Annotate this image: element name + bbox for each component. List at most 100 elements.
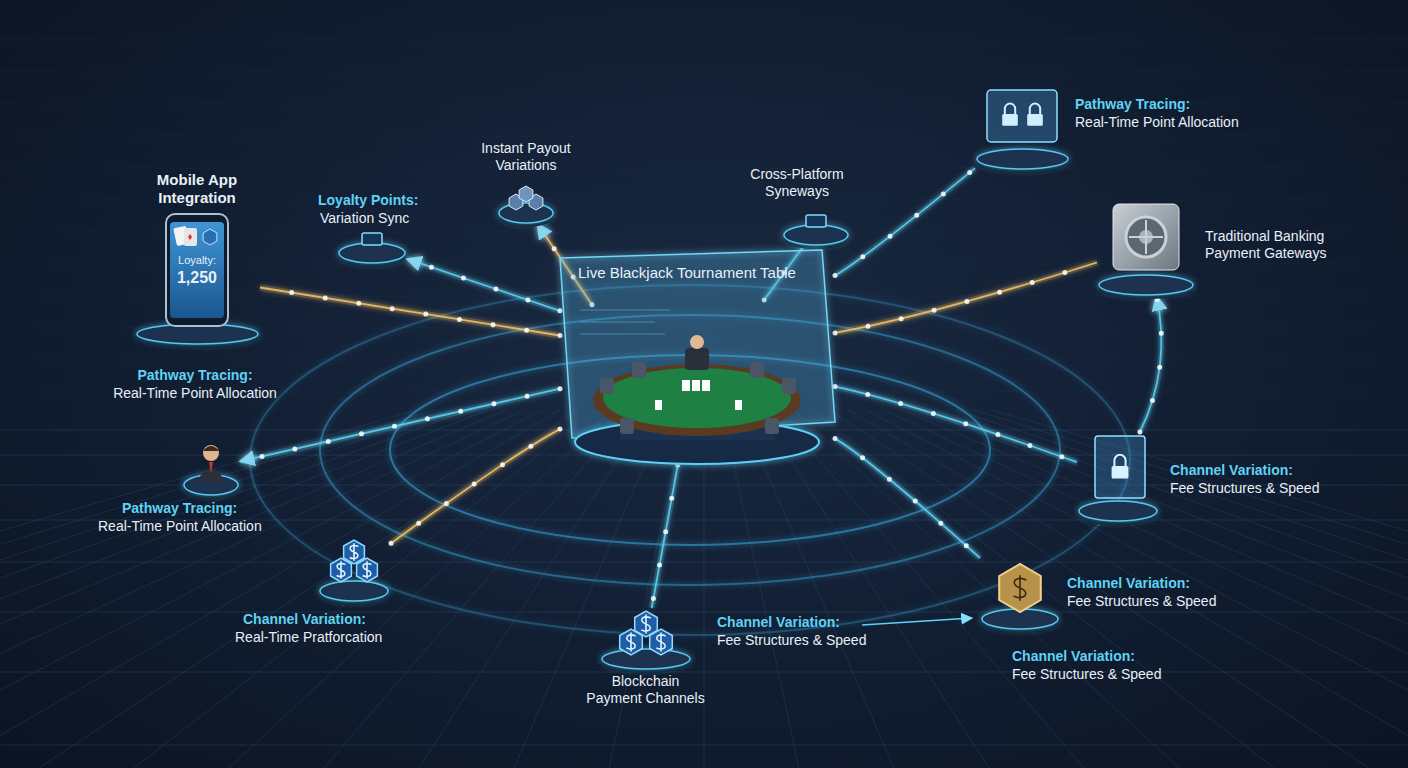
decor-shape [632,362,646,378]
floor-grid [0,40,1408,768]
node-heading: Channel Variation: [1170,462,1350,479]
decor-shape [782,378,796,394]
decor-shape [1113,204,1179,270]
decor-shape [519,186,533,202]
node-icon [600,608,692,670]
crypto-node: Channel Variation:Real-Time Pratforcatio… [318,538,390,602]
label-text: Fee Structures & Speed [1012,666,1252,683]
node-heading: Channel Variation: [243,611,423,628]
decor-shape [593,364,801,436]
decor-shape [0,410,506,768]
decor-shape [0,72,1408,73]
decor-shape [750,362,764,378]
decor-shape [758,410,989,768]
decor-shape [1129,220,1163,254]
decor-shape [620,629,643,655]
decor-shape [987,90,1057,142]
connector-line [835,439,980,558]
decor-shape [344,540,365,564]
decor-shape [203,229,217,245]
connector [835,387,1077,463]
decor-shape [0,40,1408,41]
node-text: Variation Sync [320,210,440,227]
decor-shape [362,233,382,245]
decor-shape [776,410,1084,768]
decor-shape [977,149,1068,169]
connector-dots [390,429,560,544]
decor-shape [0,168,1408,169]
decor-shape [702,380,710,391]
decor-shape [992,410,1408,768]
decor-shape [830,410,1369,768]
connector [835,168,975,276]
decor-shape [350,543,359,560]
decor-shape [229,410,614,768]
connector-glow [835,168,975,276]
decor-shape [974,410,1408,768]
decor-shape [419,410,650,768]
leader-arrow [862,618,972,625]
node-text: Traditional Banking Payment Gateways [1205,228,1355,262]
decor-shape [134,410,596,768]
connector [390,429,560,544]
decor-shape [735,400,742,410]
decor-shape [166,214,228,326]
node-text: Cross-Platform Syneways [735,166,859,200]
orbit-ring [390,355,990,545]
decor-shape [784,225,848,245]
node-text: Real-Time Point Allocation [1075,114,1275,131]
node-icon [1077,432,1159,522]
decor-shape [692,380,700,391]
decor-shape [0,410,560,768]
connector-glow [835,263,1097,333]
decor-shape [600,378,614,394]
node-icon [975,88,1070,170]
node-heading: Loyalty Points: [318,192,438,209]
node-icon [980,558,1060,630]
decor-shape [0,410,488,768]
connector-glow [835,439,980,558]
node-text: Mobile App Integration [127,171,267,208]
decor-shape [690,335,704,349]
coin-node: Channel Variation:Fee Structures & Speed [980,558,1060,630]
player-node: Pathway Tracing:Real-Time Point Allocati… [182,440,240,496]
mobile-app-node: Mobile App IntegrationLoyalty:1,250Pathw… [135,210,260,345]
decor-shape [320,581,388,601]
node-heading: Pathway Tracing: [122,500,302,517]
platform-node: Cross-Platform Syneways [782,212,850,246]
decor-shape [339,243,405,263]
node-icon [182,440,240,496]
decor-shape [685,348,709,370]
decor-shape [650,629,673,655]
decor-shape [499,203,553,223]
decor-shape [203,445,219,461]
node-text: Live Blackjack Tournament Table [578,264,828,282]
connector-dots [835,168,975,276]
node-heading: Pathway Tracing: [95,367,295,384]
connector-dots [652,465,678,608]
connector-dots [240,389,560,462]
decor-shape [560,250,835,438]
node-text: Fee Structures & Speed [1067,593,1267,610]
connector-line [835,387,1077,463]
decor-shape [0,104,1408,105]
node-text: Blockchain Payment Channels [583,673,708,707]
decor-shape [806,215,826,227]
connector-glow [835,387,1077,463]
node-heading: Pathway Tracing: [1075,96,1255,113]
decor-shape [0,410,434,768]
decor-shape [999,564,1041,612]
decor-shape [626,633,635,652]
label-text: Channel Variation: [1012,648,1252,665]
node-heading: Channel Variation: [1067,575,1247,592]
decor-shape [641,615,650,634]
decor-shape [0,410,542,768]
connector [652,465,678,608]
decor-shape [902,410,1408,768]
platform-node: Instant Payout Variations [497,190,555,224]
node-text: Fee Structures & Speed [1170,480,1370,497]
decor-shape [656,633,665,652]
decor-shape [170,222,224,318]
decor-shape [0,410,452,768]
